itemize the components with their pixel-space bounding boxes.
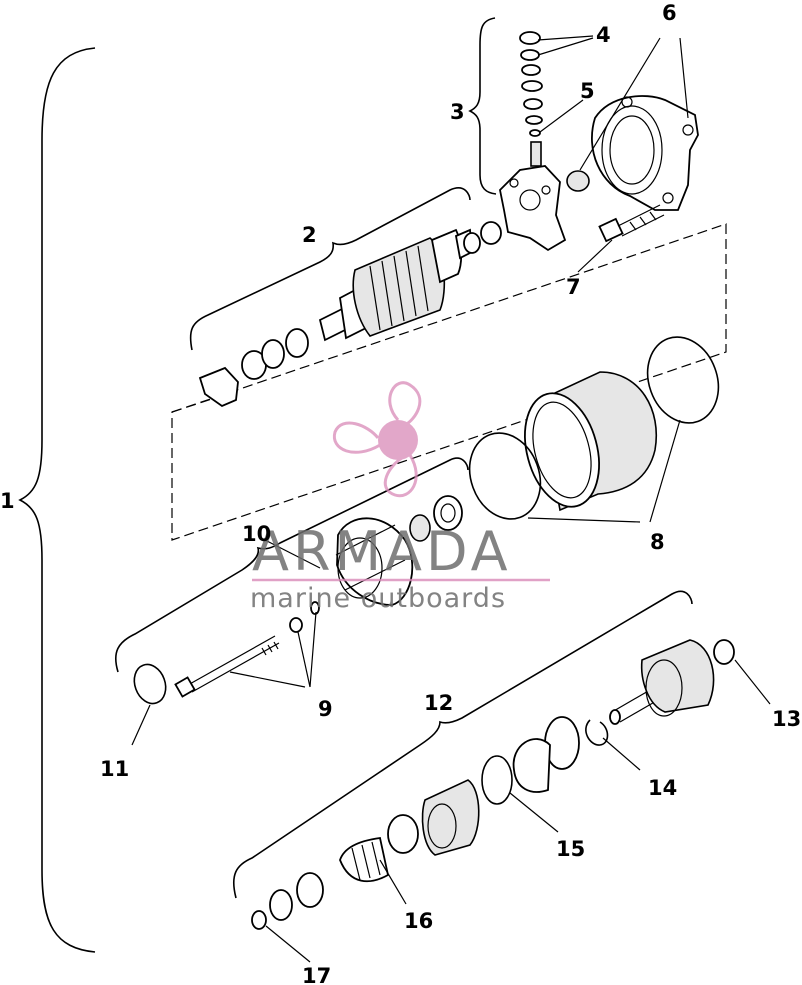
callout-6: 6 [662,1,677,25]
callout-9: 9 [318,697,333,721]
pinion-drive [251,779,480,930]
watermark-tagline: marine outboards [250,583,506,614]
brace-1 [18,47,96,953]
callout-13: 13 [772,707,801,731]
propeller-logo-icon [332,381,422,498]
o-ring-right [646,336,720,424]
retaining-clip [585,719,609,746]
callout-14: 14 [648,776,677,800]
nut-washer-stack [519,31,543,167]
pinion-shaft-gear [609,639,735,725]
callout-3: 3 [450,100,465,124]
bearing [433,495,463,531]
end-cap-housing [591,95,699,211]
brace-10 [114,457,469,673]
callout-10: 10 [242,522,271,546]
callout-17: 17 [302,964,331,985]
callout-7: 7 [566,275,581,299]
leader-lines [131,35,771,963]
brush-holder-plate [499,165,567,252]
armature-washers [198,221,502,408]
yoke-housing [524,371,657,512]
gear-housing [335,517,414,606]
o-ring-left [468,432,542,520]
callout-8: 8 [650,530,665,554]
callout-12: 12 [424,691,453,715]
callout-1: 1 [0,489,15,513]
callout-5: 5 [580,79,595,103]
needle-bearing [409,514,431,542]
callout-2: 2 [302,223,317,247]
bolt [598,204,665,243]
callout-15: 15 [556,837,585,861]
dashed-axis [171,397,216,413]
spring-retainer [512,738,551,793]
ring-15 [481,755,513,805]
brace-12 [232,590,693,899]
callout-16: 16 [404,909,433,933]
watermark-brand: ARMADA [252,520,512,583]
brace-2 [189,187,471,351]
brace-3 [468,17,497,195]
bushing [566,170,590,192]
callout-4: 4 [596,23,611,47]
snap-ring [133,663,167,705]
callout-11: 11 [100,757,129,781]
through-bolt [174,601,320,698]
armature [318,228,473,342]
dashed-frame [171,223,727,541]
